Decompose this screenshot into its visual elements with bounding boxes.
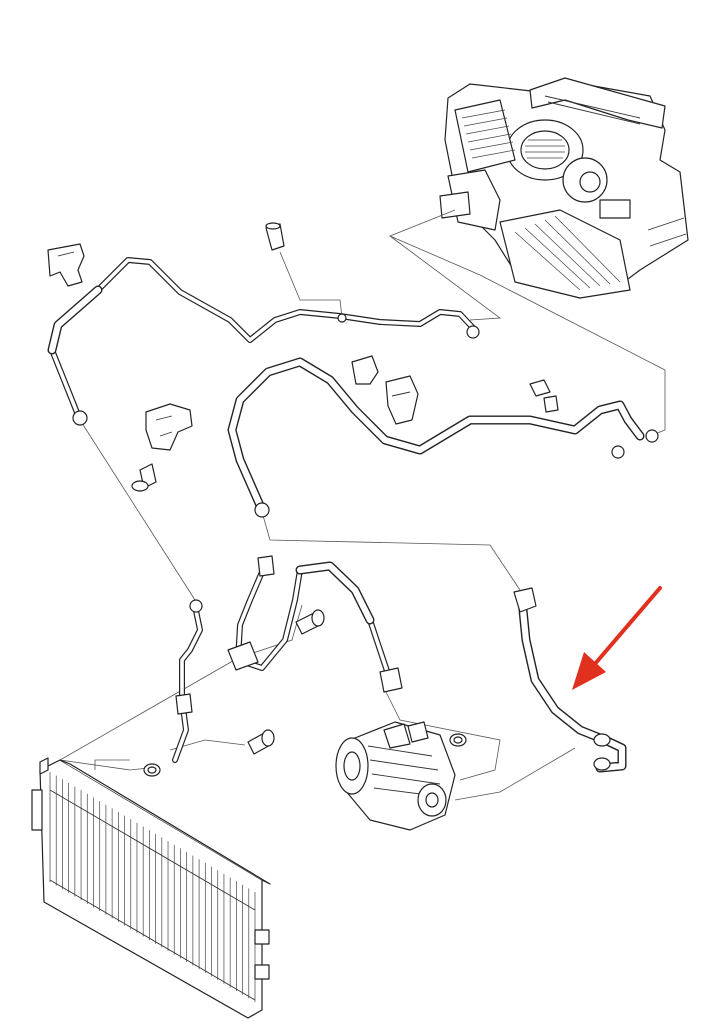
red-pointer-arrow-icon <box>572 586 662 690</box>
mounting-bracket-icon <box>131 403 193 492</box>
suction-line-middle <box>227 357 659 518</box>
condenser-radiator-icon <box>31 757 271 1019</box>
liquid-line <box>172 599 203 763</box>
discharge-line <box>227 555 403 693</box>
clip-bracket-icon <box>47 243 85 287</box>
o-ring-icon <box>143 733 467 777</box>
pressure-sensor-icon <box>265 222 285 251</box>
hose-clip-icon <box>351 355 419 425</box>
leader-lines <box>58 209 666 801</box>
highlighted-hose <box>513 587 627 773</box>
hvac-blower-housing-icon <box>439 77 689 299</box>
ac-compressor-icon <box>335 721 456 831</box>
suction-line-upper <box>47 257 480 426</box>
bolt-icon <box>247 609 325 755</box>
